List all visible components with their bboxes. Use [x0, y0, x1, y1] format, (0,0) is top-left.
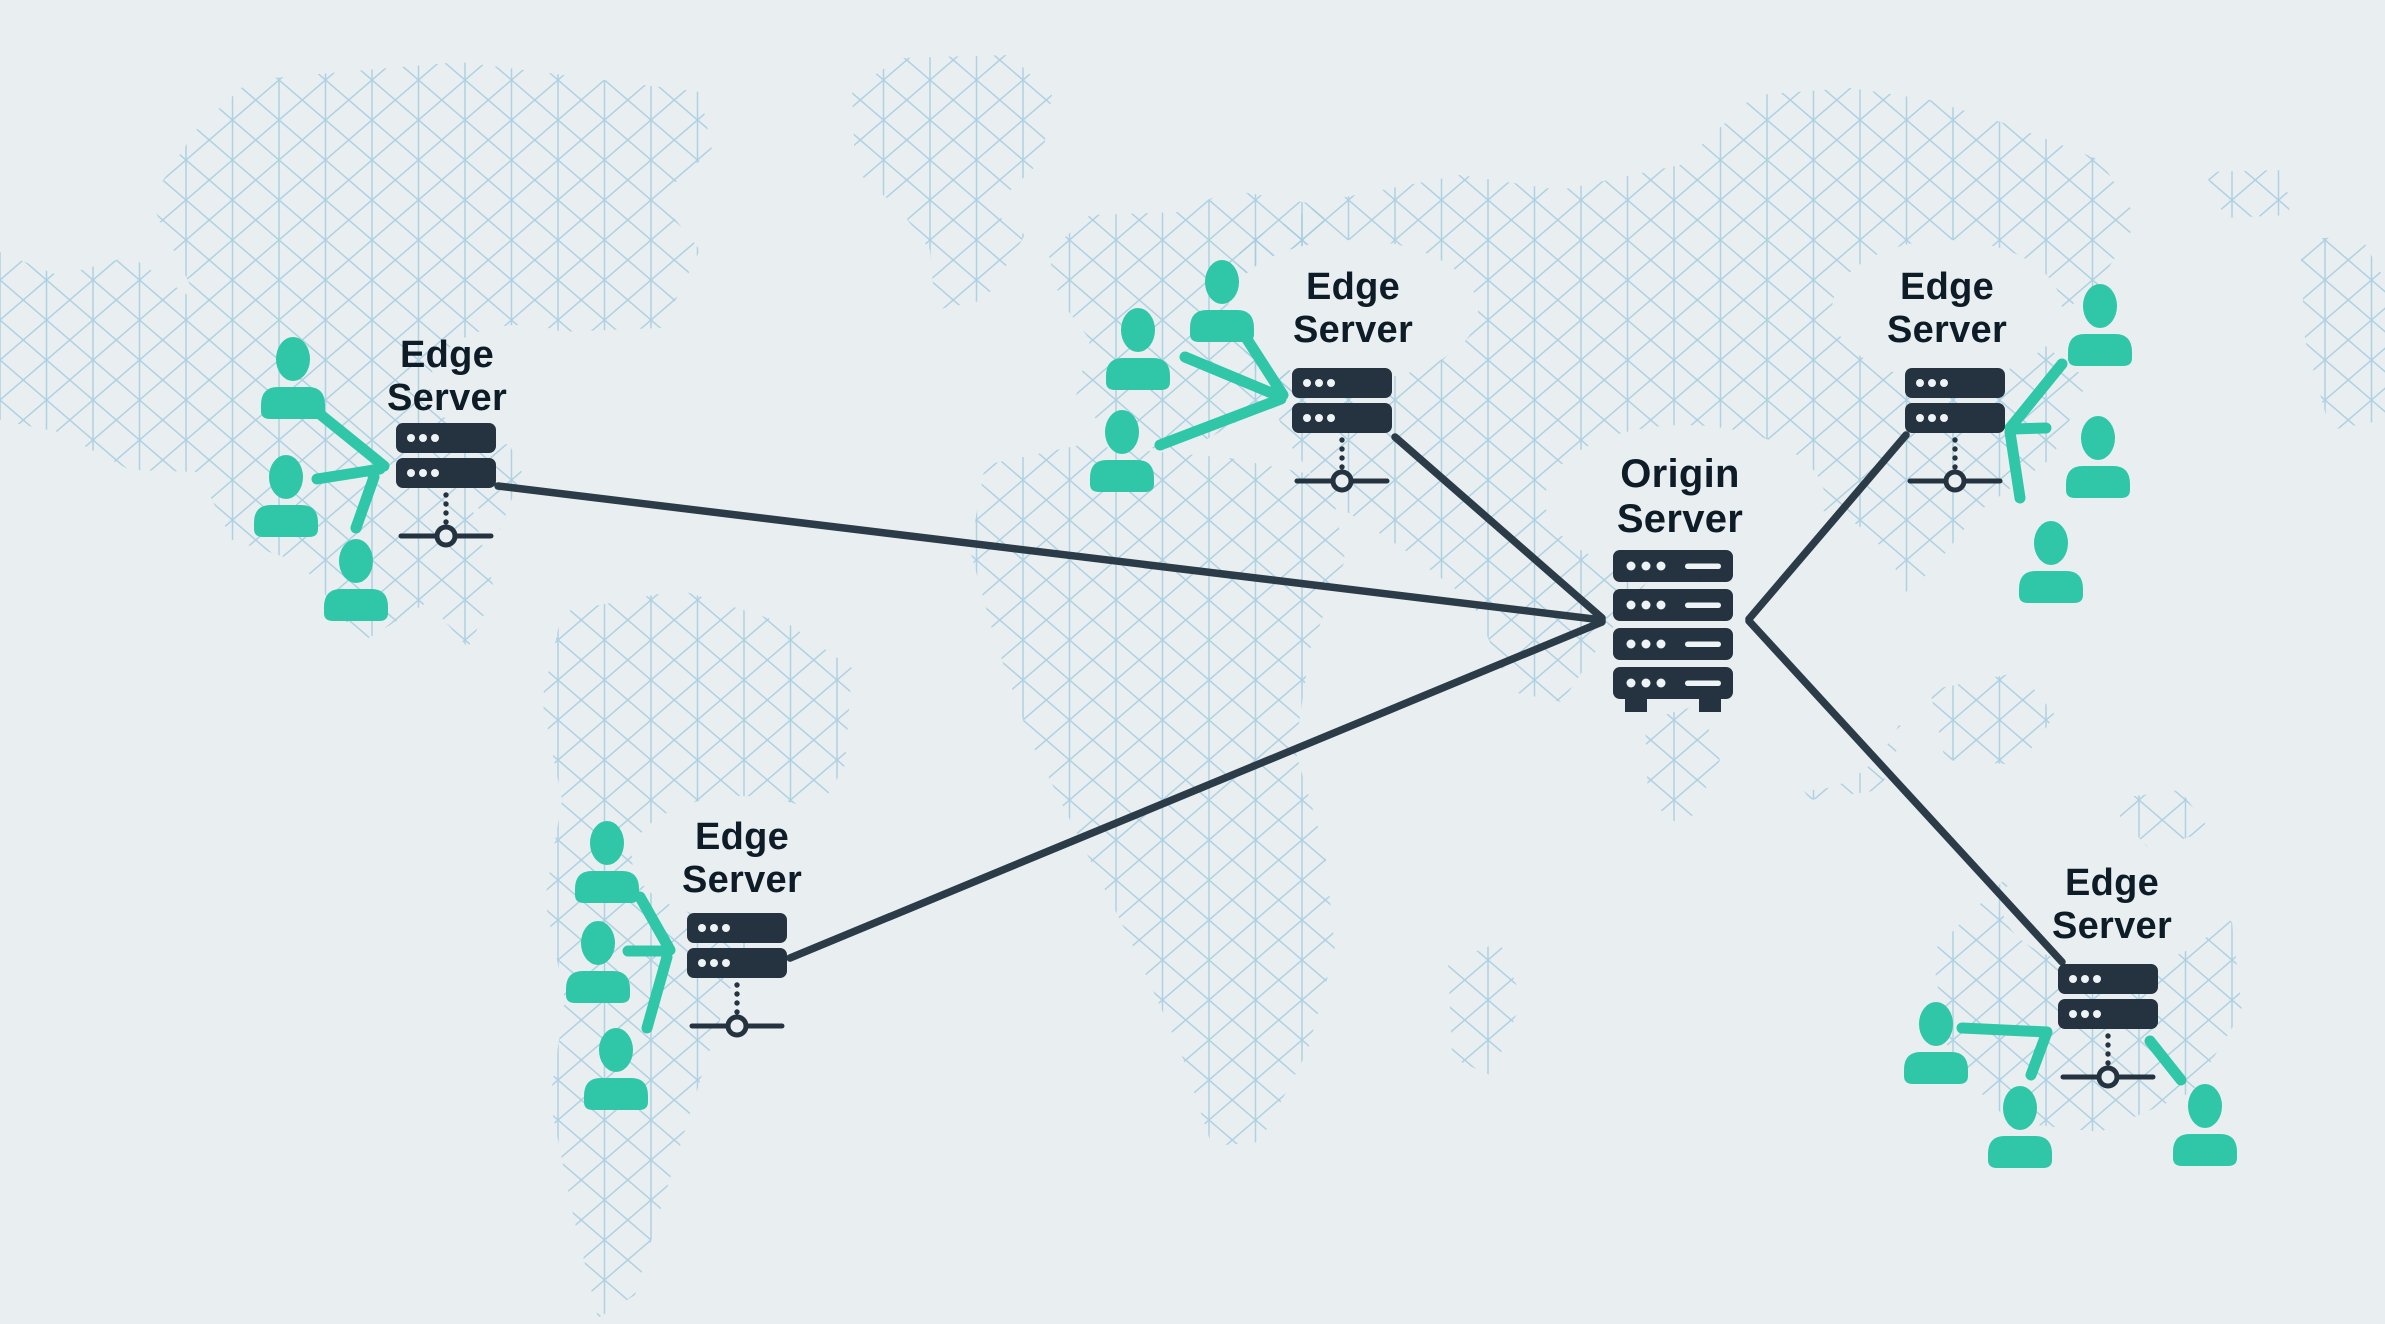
label-line: Origin	[1620, 452, 1740, 496]
cluster-edge-southwest	[566, 821, 787, 1110]
user-links	[1956, 1022, 2187, 1086]
label-line: Edge	[399, 334, 495, 376]
user-links	[622, 891, 676, 1034]
label-line: Server	[1616, 496, 1744, 541]
edge-server-north-central-label: Edge Server	[1293, 266, 1413, 351]
connection-origin-edge-southeast	[1745, 617, 2066, 966]
edge-server-northeast-label: Edge Server	[1887, 266, 2007, 351]
cluster-edge-northwest	[254, 337, 496, 621]
user-links	[1154, 327, 1289, 451]
person-icon	[2019, 521, 2083, 603]
label-line: Server	[681, 858, 803, 901]
person-icon	[2066, 416, 2130, 498]
connection-edge-north-central-origin	[1391, 433, 1606, 622]
map-region-indonesia	[1930, 672, 2055, 765]
cluster-edge-north-central	[1090, 260, 1392, 492]
origin-server-label: Origin Server	[1617, 452, 1743, 542]
map-region-islands-west	[1645, 705, 1720, 830]
label-line: Edge	[1305, 266, 1401, 308]
world-map-pattern	[0, 55, 2385, 1318]
connection-edge-northwest-origin	[494, 482, 1606, 624]
label-line: Edge	[694, 816, 790, 858]
map-region-africa	[970, 445, 1345, 1146]
label-line: Server	[1292, 308, 1414, 351]
connection-edge-southwest-origin	[786, 618, 1606, 962]
label-line: Server	[1886, 308, 2008, 351]
map-region-new-guinea	[2105, 790, 2210, 850]
label-line: Edge	[1899, 266, 1995, 308]
label-line: Server	[2051, 904, 2173, 947]
edge-server-southeast-label: Edge Server	[2052, 862, 2172, 947]
map-region-madagascar	[1448, 942, 1522, 1076]
user-links	[311, 409, 390, 534]
map-clearings	[430, 240, 2222, 967]
connection-lines	[494, 431, 2066, 966]
origin-server-icon	[1613, 550, 1733, 712]
connection-origin-edge-northeast	[1745, 431, 1910, 623]
edge-server-northwest-label: Edge Server	[387, 334, 507, 419]
cluster-edge-southeast	[1904, 964, 2237, 1168]
map-region-north-america	[0, 62, 712, 648]
map-region-greenland	[852, 55, 1052, 310]
label-line: Server	[386, 376, 508, 419]
label-line: Edge	[2064, 862, 2160, 904]
map-region-asia	[1232, 88, 2138, 702]
edge-server-southwest-label: Edge Server	[682, 816, 802, 901]
person-icon	[2173, 1084, 2237, 1166]
map-region-japan-north	[2205, 170, 2290, 218]
cluster-edge-northeast	[1905, 284, 2132, 603]
user-links	[2004, 358, 2068, 504]
map-region-japan	[2300, 235, 2385, 430]
cluster-origin	[1613, 550, 1733, 712]
